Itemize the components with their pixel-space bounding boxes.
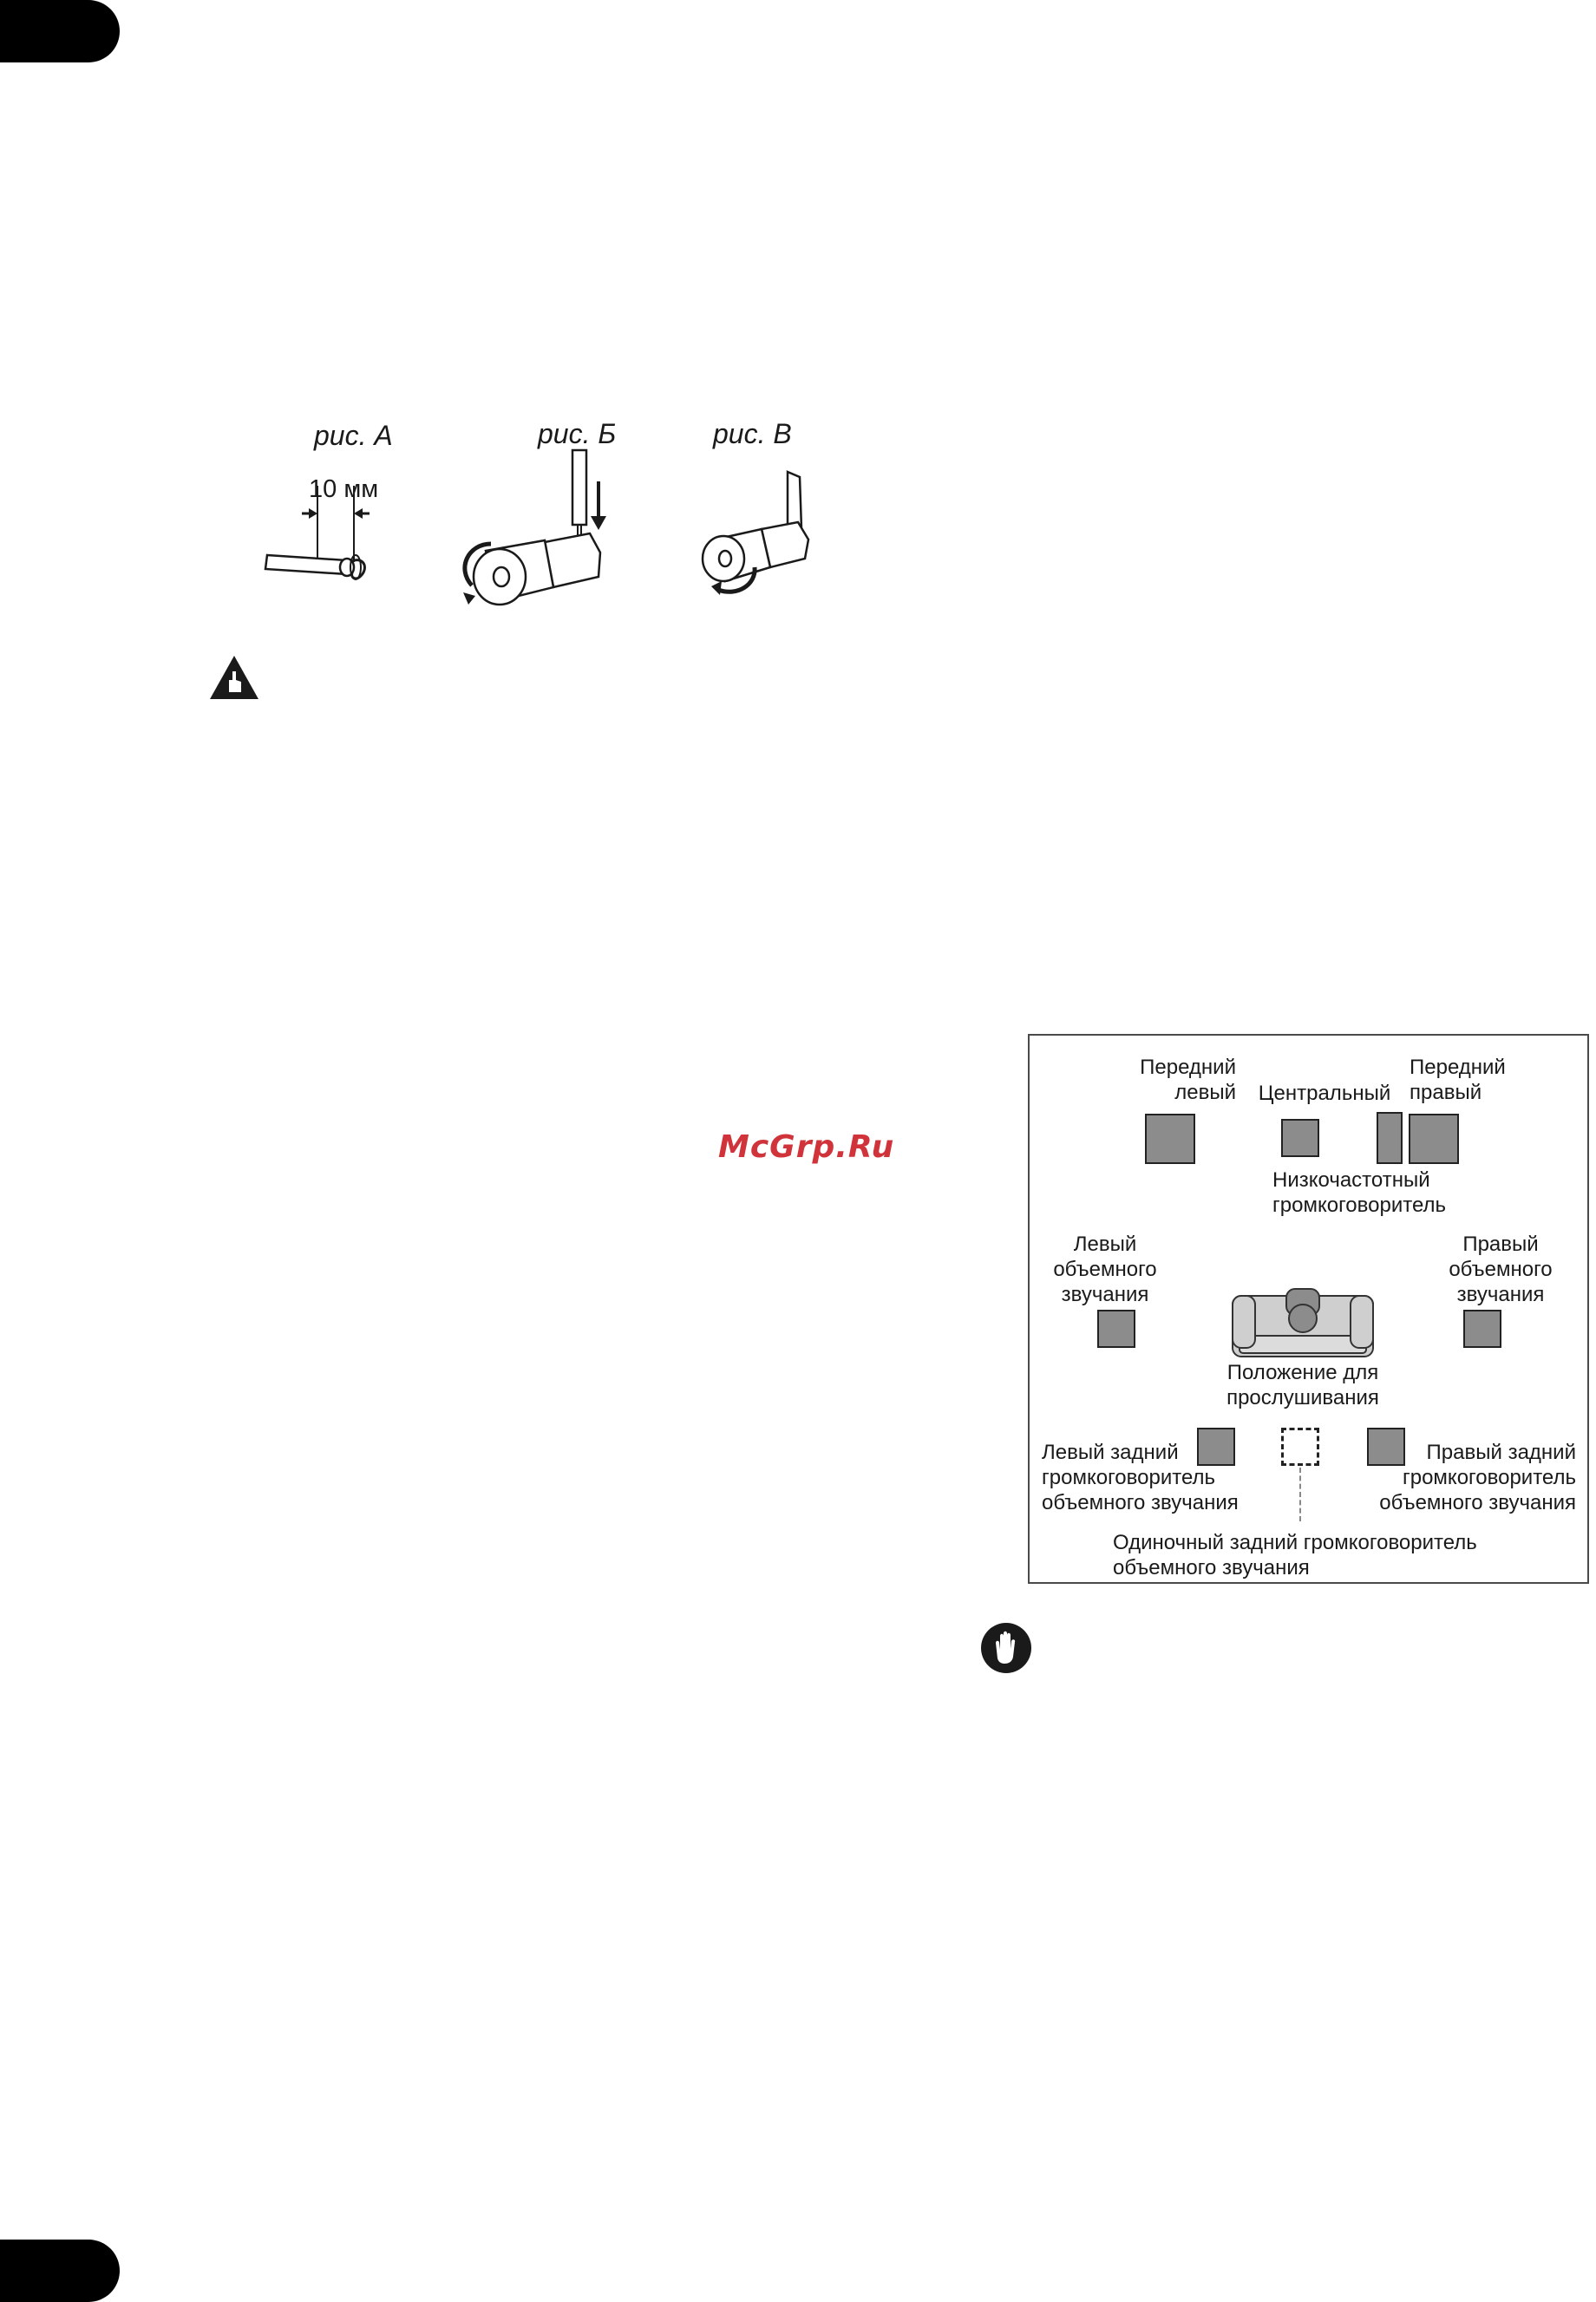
surround-back-right-label: Правый задний громкоговоритель объемного… xyxy=(1379,1441,1576,1514)
subwoofer xyxy=(1377,1112,1403,1164)
fig-b-label: рис. Б xyxy=(538,418,617,449)
surround-back-left-label: Левый задний громкоговоритель объемного … xyxy=(1042,1441,1239,1514)
fig-a-label: рис. A xyxy=(314,420,393,451)
front-right-speaker xyxy=(1409,1114,1459,1164)
listening-position-sofa-icon xyxy=(1232,1288,1374,1357)
surround-back-left-speaker xyxy=(1197,1428,1235,1466)
strip-length-label: 10 мм xyxy=(309,475,379,503)
stripped-wire-illustration xyxy=(264,486,370,580)
surround-left-speaker xyxy=(1097,1310,1135,1348)
watermark: McGrp.Ru xyxy=(718,1129,895,1165)
page-tab-bottom xyxy=(0,2240,120,2302)
binding-post-insert-illustration xyxy=(462,448,606,606)
single-surround-back-speaker xyxy=(1281,1428,1319,1466)
binding-post-tightened-illustration xyxy=(701,470,810,595)
note-icon xyxy=(210,656,258,699)
dashed-connector-line xyxy=(1299,1468,1301,1521)
surround-right-speaker xyxy=(1463,1310,1501,1348)
speaker-layout-diagram: Передний левый Центральный Передний прав… xyxy=(1028,1034,1589,1584)
page-tab-top xyxy=(0,0,120,62)
surround-back-right-speaker xyxy=(1367,1428,1405,1466)
front-right-label: Передний правый xyxy=(1410,1056,1506,1104)
fig-c-label: рис. B xyxy=(713,418,792,449)
subwoofer-label: Низкочастотный громкоговоритель xyxy=(1272,1168,1447,1217)
surround-right-label: Правый объемного звучания xyxy=(1449,1233,1553,1306)
front-left-label: Передний левый xyxy=(1140,1056,1236,1104)
single-surround-back-label: Одиночный задний громкоговоритель объемн… xyxy=(1113,1531,1477,1579)
center-label: Центральный xyxy=(1258,1082,1391,1105)
listening-position-label: Положение для прослушивания xyxy=(1226,1361,1379,1409)
surround-left-label: Левый объемного звучания xyxy=(1053,1233,1157,1306)
caution-hand-icon xyxy=(981,1623,1031,1673)
center-speaker xyxy=(1281,1119,1319,1157)
front-left-speaker xyxy=(1145,1114,1195,1164)
